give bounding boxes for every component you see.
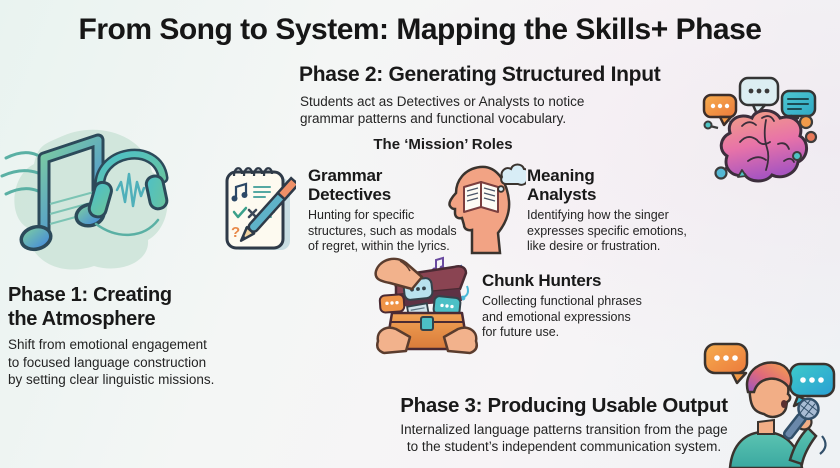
mission-roles-label: The ‘Mission’ Roles: [373, 136, 513, 153]
open-book-icon: [463, 181, 499, 213]
role-grammar-detectives: Grammar Detectives Hunting for specific …: [308, 166, 478, 255]
phase3-heading: Phase 3: Producing Usable Output: [400, 394, 728, 417]
brain-icon: [719, 109, 808, 183]
singer-microphone-illustration: [703, 342, 836, 468]
role-meaning-analysts: Meaning Analysts Identifying how the sin…: [527, 166, 712, 255]
music-note-headphones-illustration: [0, 129, 169, 270]
mic-cable: [819, 435, 827, 455]
thought-bubble-icon: [497, 163, 526, 193]
role-name: Grammar Detectives: [308, 166, 392, 205]
speech-bubble-orange-icon: [702, 93, 738, 127]
speech-bubble-teal-icon: [780, 89, 817, 126]
headphones-icon: [87, 148, 169, 237]
pen-icon: [239, 176, 296, 242]
role-description: Hunting for specific structures, such as…: [308, 208, 457, 254]
page-title: From Song to System: Mapping the Skills+…: [78, 13, 762, 46]
microphone-icon: [782, 397, 827, 455]
role-description: Collecting functional phrases and emotio…: [482, 294, 642, 340]
brain-speech-network-illustration: [702, 76, 818, 183]
head-open-book-icon: [448, 163, 526, 255]
mouth: [781, 400, 787, 408]
speech-bubble-dots-icon: [738, 76, 780, 116]
treasure-chest-hands-icon: [374, 256, 478, 355]
role-name: Meaning Analysts: [527, 166, 597, 205]
svg-text:?: ?: [231, 224, 240, 241]
phase2-description: Students act as Detectives or Analysts t…: [300, 94, 585, 127]
singer-person: [728, 361, 818, 468]
motion-lines: [0, 151, 40, 196]
role-chunk-hunters: Chunk Hunters Collecting functional phra…: [482, 271, 682, 341]
hands: [374, 257, 478, 355]
hair: [745, 361, 793, 394]
spiral-binding: [232, 167, 274, 177]
speech-bubble-orange-icon: [703, 342, 749, 385]
sound-wave-icon: [115, 172, 146, 208]
role-description: Identifying how the singer expresses spe…: [527, 208, 687, 254]
network-nodes: [703, 114, 818, 180]
notepad-pen-icon: ?: [225, 167, 296, 250]
role-name: Chunk Hunters: [482, 271, 602, 290]
phase3-block: Phase 3: Producing Usable Output Interna…: [368, 394, 760, 456]
phase3-description: Internalized language patterns transitio…: [400, 422, 728, 455]
speech-bubble-teal-icon: [788, 362, 836, 408]
phase2-heading: Phase 2: Generating Structured Input: [299, 63, 661, 86]
phase1-heading: Phase 1: Creating the Atmosphere: [8, 284, 172, 330]
phase1-description: Shift from emotional engagement to focus…: [8, 337, 215, 388]
